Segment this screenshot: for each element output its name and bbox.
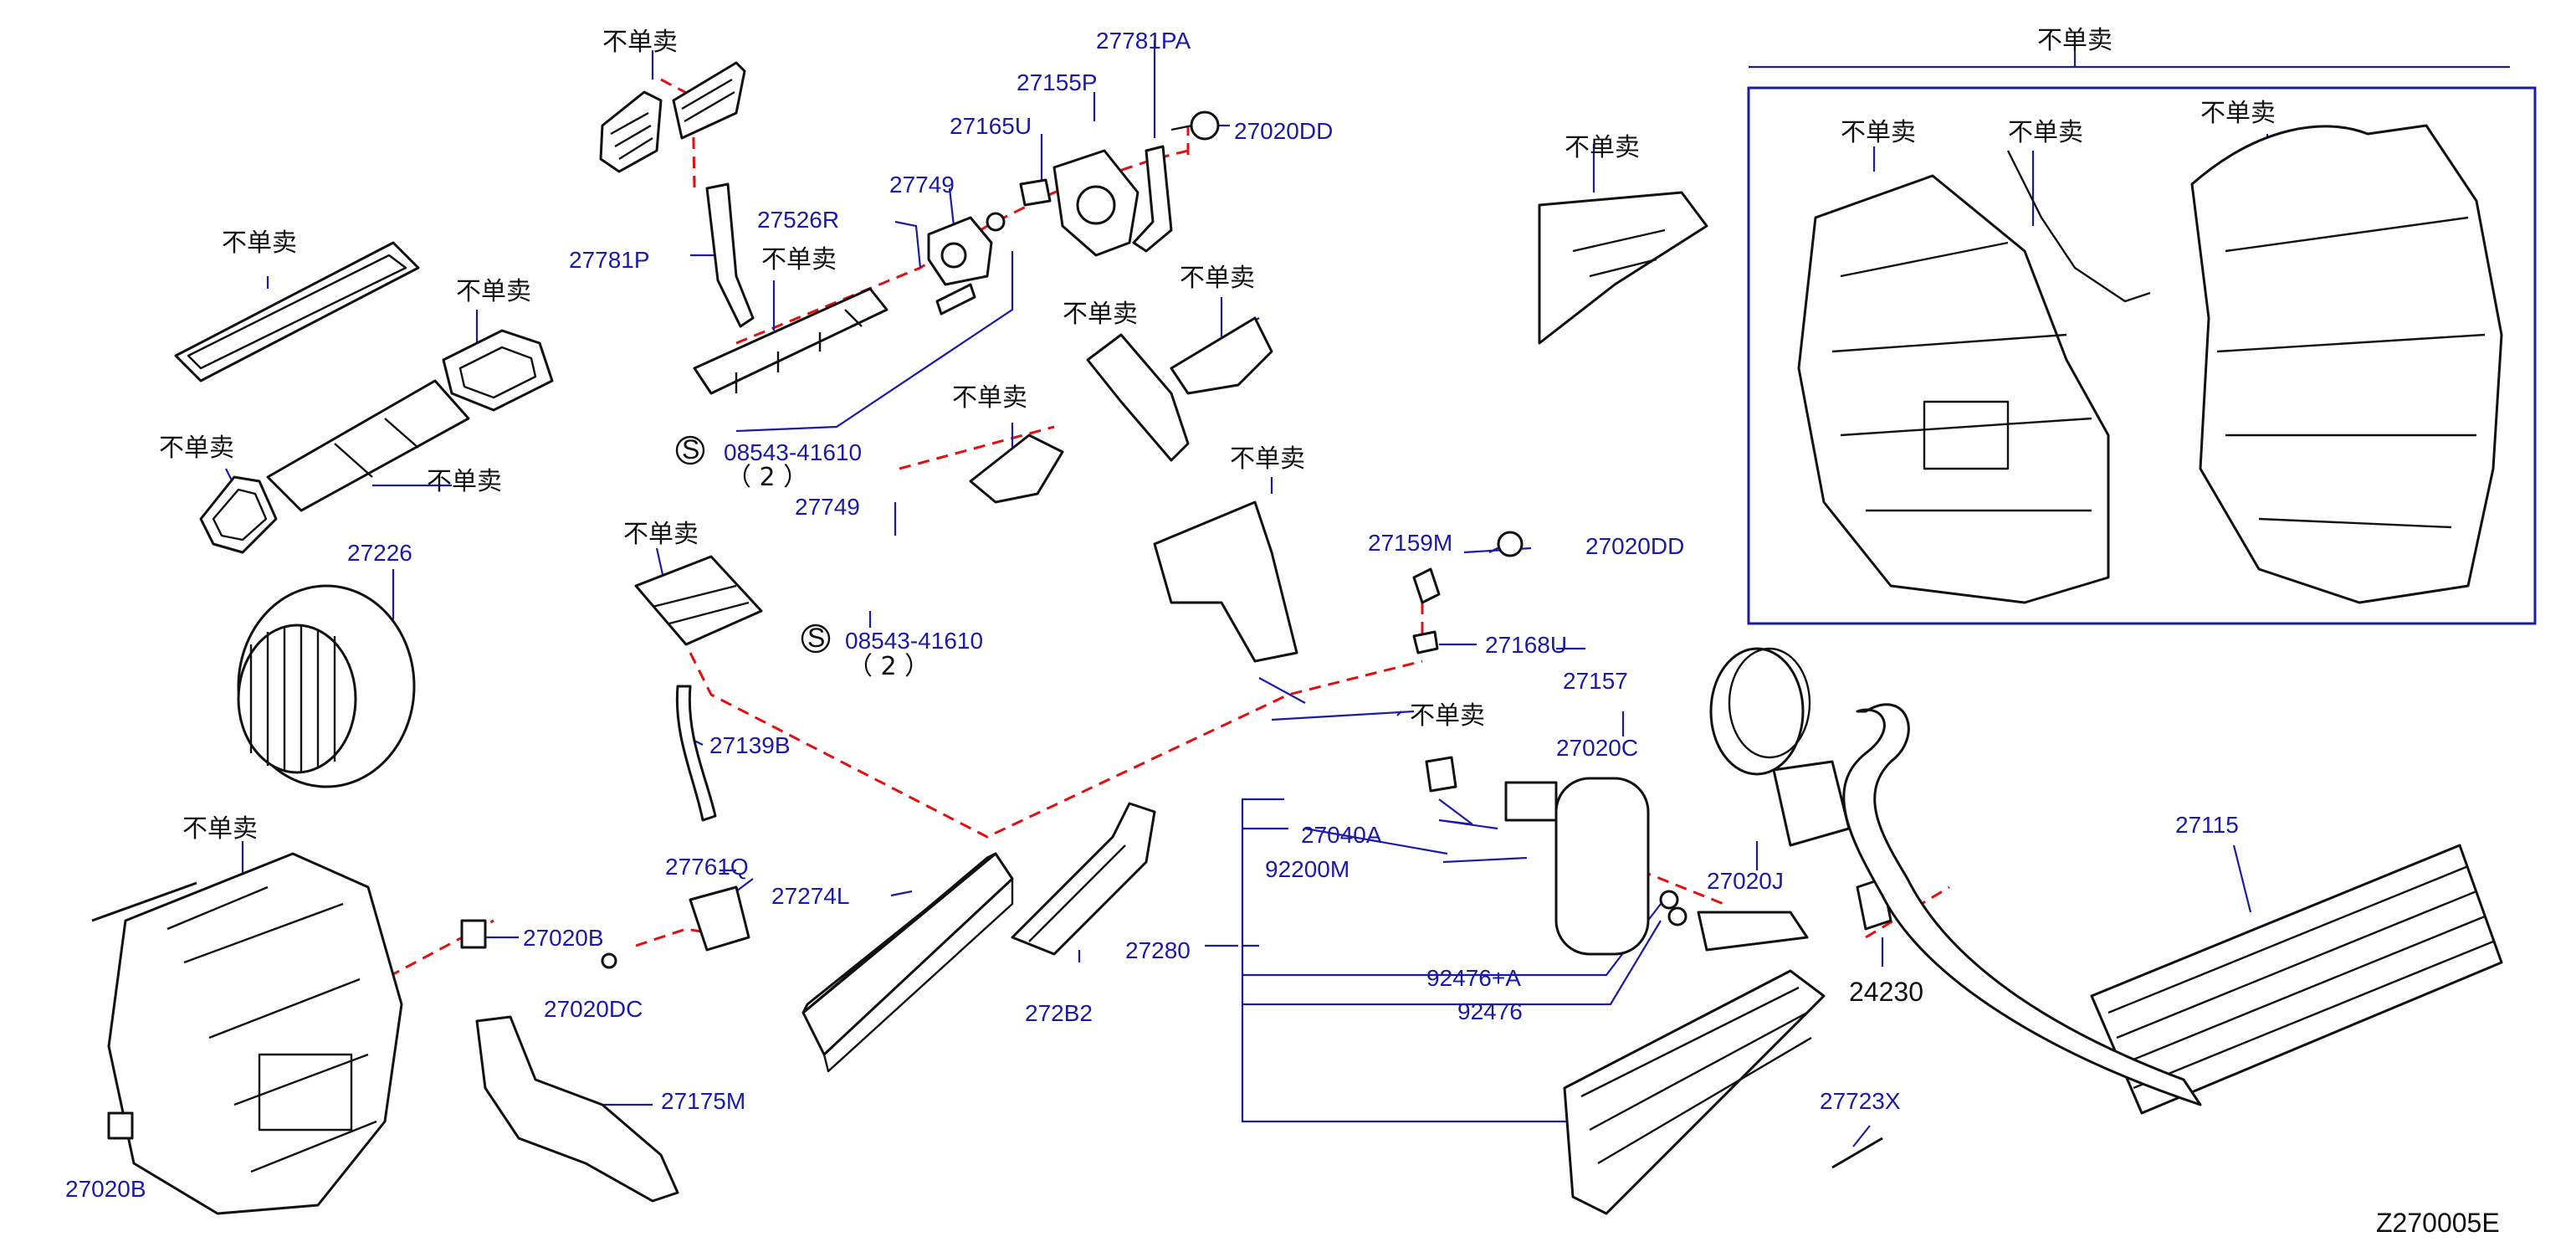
not-sold-label: 不单卖 (159, 434, 234, 463)
part-label-92476: 92476 (1457, 998, 1523, 1024)
part-label-27020DD-top: 27020DD (1234, 118, 1333, 144)
part-label-27155P: 27155P (1017, 69, 1098, 95)
diagram-reference-code: Z270005E (2376, 1208, 2500, 1238)
s-symbol-circle (801, 624, 831, 654)
part-label-27020DC: 27020DC (544, 996, 643, 1022)
part-label-08543-41610-top: 08543-41610 (724, 439, 862, 465)
part-label-27280: 27280 (1125, 937, 1191, 963)
part-label-27115: 27115 (2175, 812, 2239, 838)
part-labels: 不单卖 27781PA 27155P 27165U 27020DD 27749 … (65, 26, 2500, 1238)
not-sold-label: 不单卖 (1841, 118, 1916, 147)
not-sold-label: 不单卖 (456, 277, 531, 306)
part-label-27020J: 27020J (1707, 868, 1784, 894)
not-sold-label: 不单卖 (1180, 264, 1255, 293)
part-label-27040A: 27040A (1301, 822, 1382, 848)
part-label-27159M: 27159M (1368, 530, 1452, 556)
quantity-label-mid: （ 2 ） (848, 652, 930, 681)
part-label-27168U: 27168U (1485, 632, 1567, 658)
s-symbol-circle (675, 435, 705, 465)
part-label-27020C: 27020C (1556, 735, 1638, 761)
part-label-27723X: 27723X (1820, 1088, 1901, 1114)
part-label-27175M: 27175M (661, 1088, 745, 1114)
quantity-label-top: （ 2 ） (726, 463, 808, 492)
not-sold-label: 不单卖 (1230, 444, 1305, 474)
not-sold-label: 不单卖 (623, 520, 699, 549)
not-sold-label: 不单卖 (2200, 99, 2276, 128)
s-symbol-letter: S (682, 434, 699, 464)
not-sold-label: 不单卖 (1063, 300, 1138, 329)
not-sold-label: 不单卖 (2037, 26, 2113, 55)
not-sold-label: 不单卖 (1410, 701, 1485, 731)
not-sold-label: 不单卖 (602, 28, 678, 57)
not-sold-label: 不单卖 (761, 245, 837, 275)
part-label-27749-mid: 27749 (795, 494, 860, 520)
not-sold-label: 不单卖 (1565, 133, 1640, 162)
part-label-272B2: 272B2 (1025, 1000, 1093, 1026)
part-label-27781P: 27781P (569, 247, 650, 273)
part-label-27020DD-right: 27020DD (1585, 533, 1684, 559)
part-label-27165U: 27165U (950, 113, 1032, 139)
assembly-frame (1747, 86, 2537, 625)
not-sold-label: 不单卖 (952, 383, 1027, 413)
part-label-27274L: 27274L (771, 883, 849, 909)
part-label-27139B: 27139B (709, 732, 791, 758)
part-label-92200M: 92200M (1265, 856, 1349, 882)
part-label-27526R: 27526R (757, 207, 839, 233)
part-label-27226: 27226 (347, 540, 412, 566)
not-sold-label: 不单卖 (427, 467, 502, 496)
leader-lines (225, 40, 2510, 1147)
part-label-27157: 27157 (1563, 668, 1628, 694)
part-label-27761Q: 27761Q (665, 854, 749, 880)
part-label-92476A: 92476+A (1426, 965, 1521, 991)
not-sold-label: 不单卖 (182, 814, 258, 844)
part-label-27781PA: 27781PA (1096, 28, 1191, 54)
part-label-27749-top: 27749 (889, 172, 955, 198)
part-label-27020B-mid: 27020B (523, 925, 604, 951)
part-label-24230: 24230 (1849, 977, 1923, 1007)
not-sold-label: 不单卖 (2008, 118, 2083, 147)
s-symbol-letter: S (807, 623, 825, 653)
not-sold-label: 不单卖 (222, 228, 297, 258)
part-label-08543-41610-mid: 08543-41610 (845, 628, 983, 654)
part-label-27020B-bottom: 27020B (65, 1176, 146, 1202)
part-art (91, 61, 2503, 1215)
